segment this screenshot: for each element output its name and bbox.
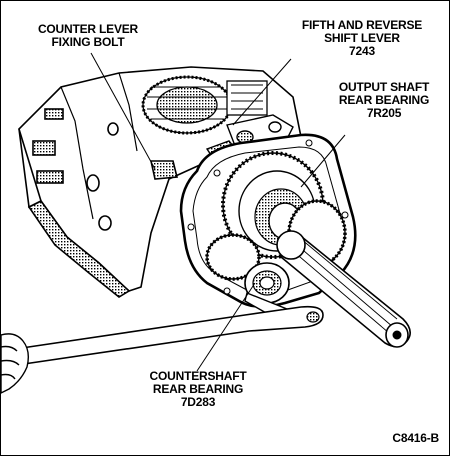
callout-part-number: 7D283: [180, 395, 216, 409]
callout-output-shaft-bearing: OUTPUT SHAFT REAR BEARING 7R205: [319, 81, 449, 120]
callout-countershaft-bearing: COUNTERSHAFT REAR BEARING 7D283: [133, 370, 263, 409]
callout-counter-lever-bolt: COUNTER LEVER FIXING BOLT: [23, 23, 153, 49]
leader-output-shaft-bearing: [300, 134, 346, 188]
puller-tool: [14, 305, 324, 366]
leader-counter-lever-bolt: [90, 52, 156, 170]
callout-fifth-reverse-lever: FIFTH AND REVERSE SHIFT LEVER 7243: [287, 19, 437, 58]
figure-code: C8416-B: [392, 431, 439, 445]
leader-fifth-reverse-lever: [232, 58, 292, 126]
upper-gear-cluster: [141, 75, 268, 135]
hand-graphic: [1, 333, 30, 394]
leader-countershaft-bearing: [196, 282, 256, 372]
callout-line: COUNTER LEVER: [37, 22, 139, 36]
leader-lines: [90, 52, 346, 372]
callout-line: REAR BEARING: [152, 382, 244, 396]
callout-line: OUTPUT SHAFT: [338, 80, 430, 94]
output-shaft: [276, 230, 411, 348]
callout-line: FIXING BOLT: [51, 35, 125, 49]
callout-part-number: 7R205: [366, 106, 402, 120]
callout-line: FIFTH AND REVERSE: [301, 18, 423, 32]
callout-part-number: 7243: [349, 44, 375, 58]
callout-line: REAR BEARING: [338, 93, 430, 107]
callout-line: SHIFT LEVER: [324, 31, 400, 45]
callout-line: COUNTERSHAFT: [149, 369, 247, 383]
transmission-case: [18, 66, 302, 298]
